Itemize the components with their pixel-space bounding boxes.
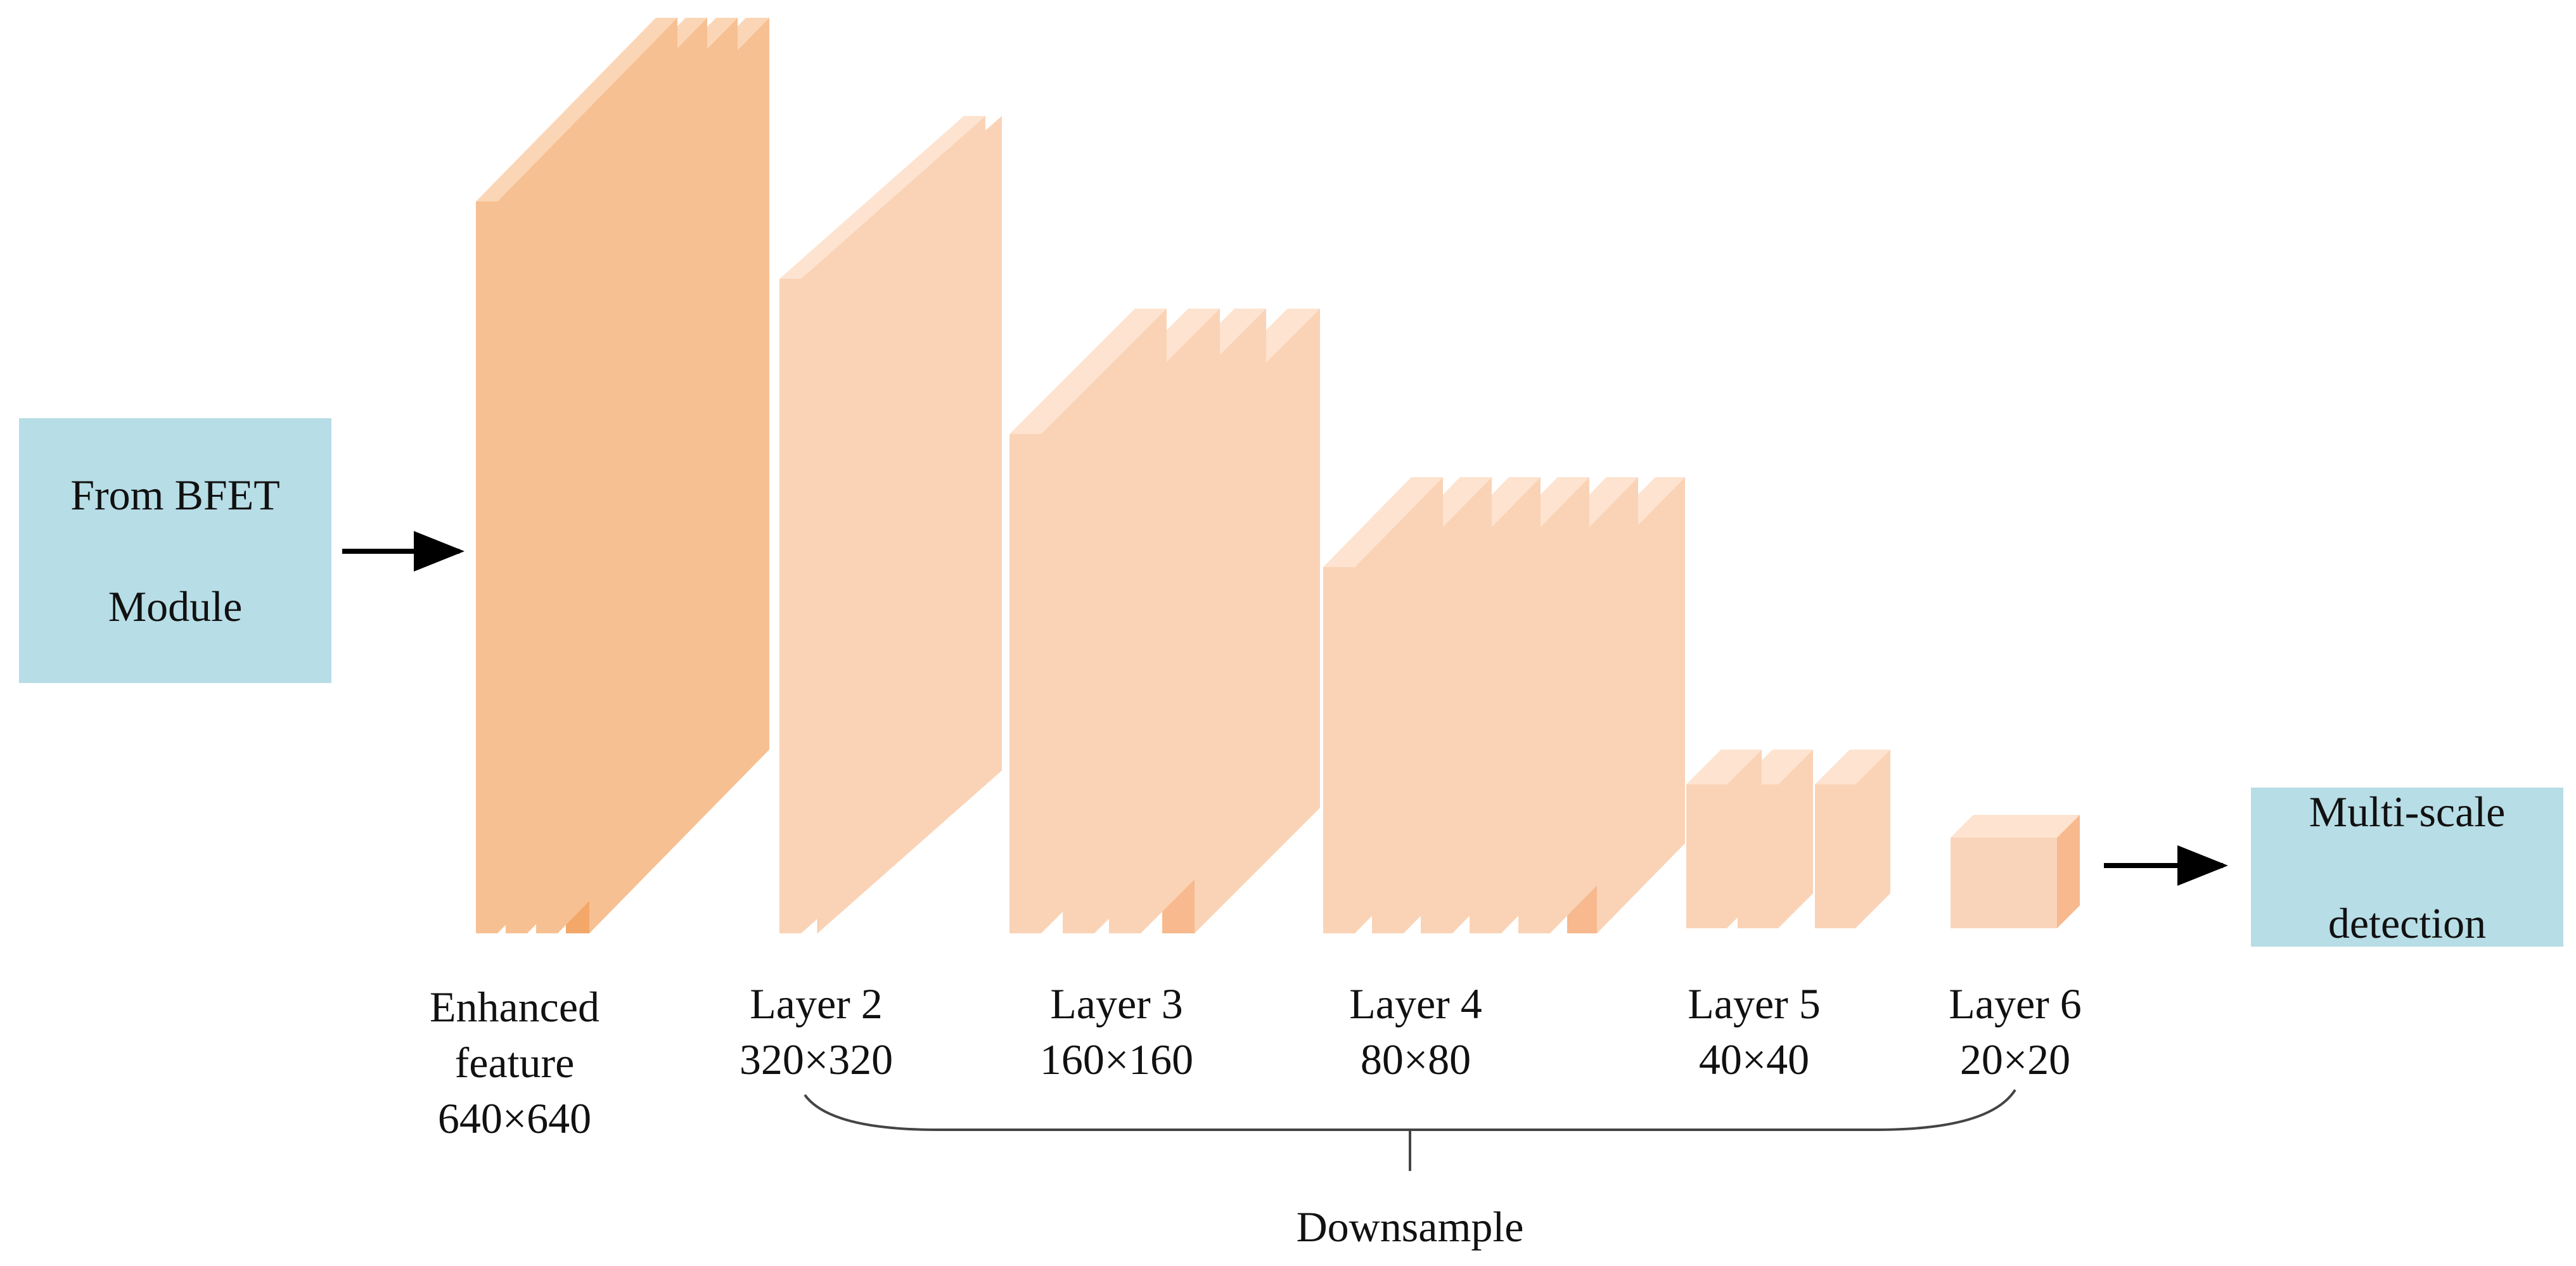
output-box-line1: Multi-scale [2309, 787, 2506, 836]
layer-3-label: Layer 3 160×160 [990, 976, 1243, 1087]
layer-2-size: 320×320 [739, 1035, 894, 1084]
downsample-text: Downsample [1296, 1203, 1524, 1251]
downsample-label: Downsample [1252, 1199, 1568, 1255]
output-box-line2: detection [2328, 898, 2487, 947]
layer-2-name: Layer 2 [750, 980, 883, 1028]
layer-2-slice-1-top [779, 116, 985, 279]
layer-3-name: Layer 3 [1050, 980, 1183, 1028]
feature-map-blocks [476, 18, 2080, 933]
layer-6-label: Layer 6 20×20 [1888, 976, 2142, 1087]
layer-6-size: 20×20 [1959, 1035, 2071, 1084]
layer-5-slice-1-side [1727, 750, 1762, 928]
layer-5-name: Layer 5 [1688, 980, 1821, 1028]
enhanced-feature-size: 640×640 [437, 1094, 592, 1142]
layer-5-slice-1-top [1686, 750, 1762, 784]
layer-4-slice-1-top [1323, 477, 1443, 567]
layer-5-slice-2-side [1778, 750, 1813, 928]
input-box-line2: Module [108, 582, 243, 630]
layer-6-cube-front [1951, 838, 2057, 928]
enhanced-feature-name2: feature [454, 1039, 575, 1087]
enhanced-feature-slice-1-top [476, 18, 677, 201]
layer-5-slice-3-side [1855, 750, 1890, 928]
layer-4-slice-1-side [1355, 477, 1443, 933]
layer-6-cube-side [2057, 815, 2080, 928]
layer-5-slice-3-top [1815, 750, 1890, 784]
layer-3-slice-1-front [1009, 434, 1041, 933]
layer-4-label: Layer 4 80×80 [1289, 976, 1542, 1087]
layer-4-size: 80×80 [1360, 1035, 1471, 1084]
layer-4-name: Layer 4 [1349, 980, 1482, 1028]
layer-5-size: 40×40 [1698, 1035, 1810, 1084]
layer-6-cube-top [1951, 815, 2080, 838]
enhanced-feature-label: Enhanced feature 640×640 [388, 979, 641, 1146]
layer-2-label: Layer 2 320×320 [689, 976, 943, 1087]
layer-3-slice-1-top [1009, 309, 1167, 434]
enhanced-feature-name: Enhanced [429, 983, 600, 1031]
layer-3-size: 160×160 [1039, 1035, 1194, 1084]
layer-2-slice-1-front [779, 279, 801, 933]
input-box: From BFET Module [19, 418, 331, 683]
input-box-line1: From BFET [70, 471, 280, 519]
enhanced-feature-slice-1-front [476, 201, 497, 933]
layer-5-label: Layer 5 40×40 [1627, 976, 1881, 1087]
output-box: Multi-scale detection [2251, 788, 2563, 947]
layer-3-slice-1-side [1041, 309, 1167, 933]
layer-6-name: Layer 6 [1949, 980, 2082, 1028]
downsample-bracket [804, 1089, 2016, 1131]
layer-4-slice-1-front [1323, 567, 1355, 933]
layer-2-slice-1-side [801, 116, 985, 933]
layer-5-slice-3-front [1815, 784, 1855, 928]
layer-5-slice-1-front [1686, 784, 1727, 928]
enhanced-feature-slice-1-side [497, 18, 677, 933]
